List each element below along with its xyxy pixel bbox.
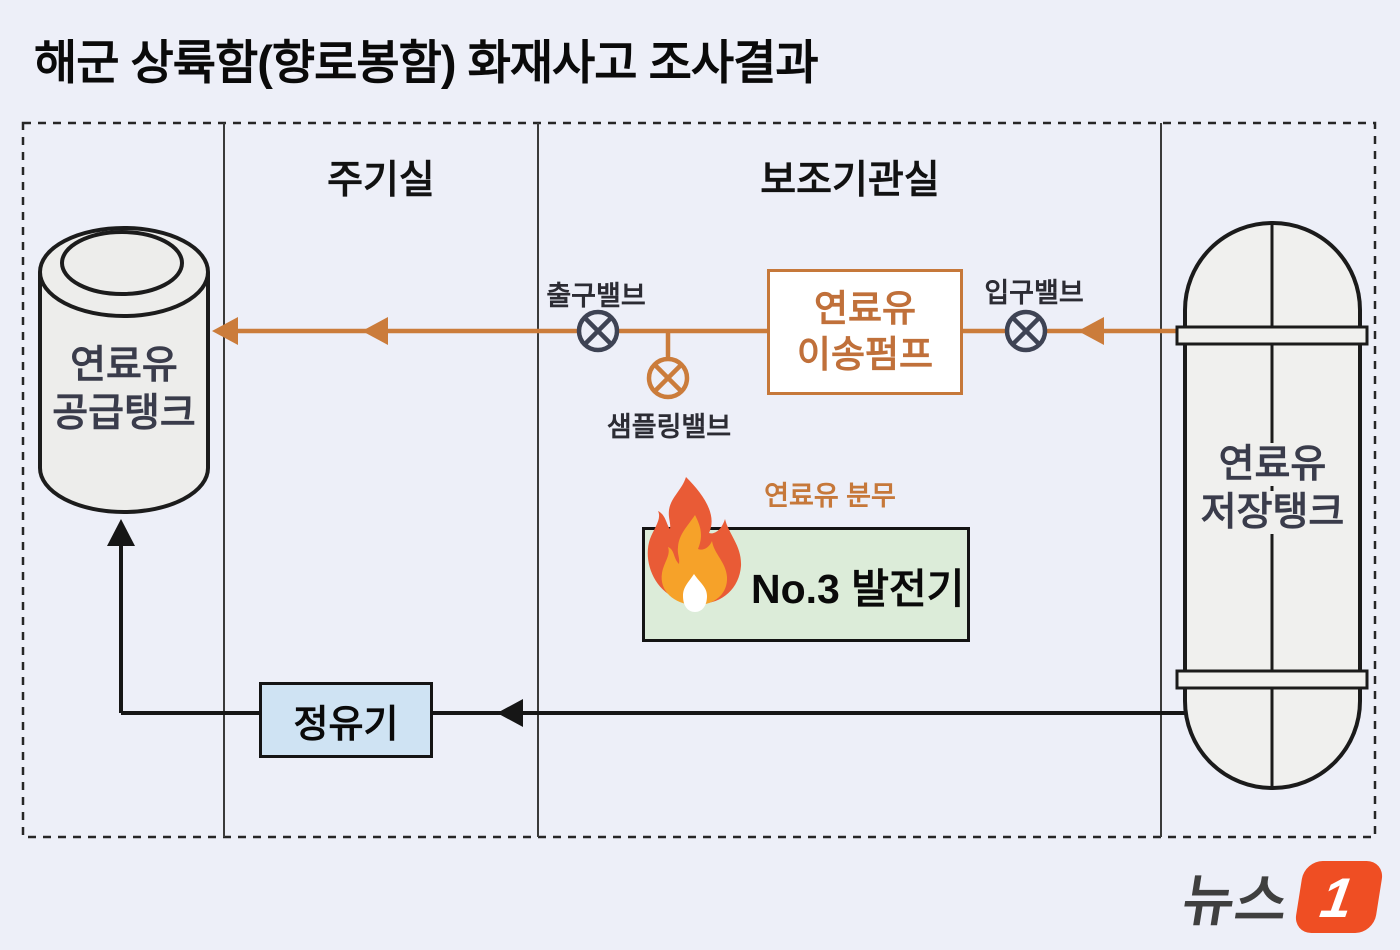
fuel-spray-label: 연료유 분무: [764, 481, 896, 511]
generator-label: No.3 발전기: [751, 565, 965, 612]
supply-tank: [38, 226, 210, 514]
generator-box: No.3 발전기: [642, 527, 970, 642]
arrow-into-supply-tank: [212, 317, 238, 345]
logo-text: 뉴스: [1178, 869, 1294, 932]
outlet-valve-icon: [576, 309, 620, 353]
fire-icon: [647, 477, 742, 612]
storage-tank-label: 연료유 저장탱크: [1180, 441, 1365, 536]
arrow-into-inlet-valve: [1078, 317, 1104, 345]
purifier-box: 정유기: [259, 682, 433, 758]
inlet-valve-icon: [1004, 309, 1048, 353]
arrow-up-into-supply-tank: [107, 519, 135, 546]
logo-badge: 1: [1293, 860, 1385, 933]
arrow-left-into-purifier: [497, 699, 523, 727]
supply-tank-rim: [60, 230, 184, 296]
room-label-aux-engine: 보조기관실: [760, 159, 940, 202]
inlet-valve-label: 입구밸브: [984, 278, 1084, 308]
logo-badge-number: 1: [1316, 865, 1358, 928]
purifier-label: 정유기: [293, 703, 399, 746]
page-title: 해군 상륙함(향로봉함) 화재사고 조사결과: [34, 36, 819, 89]
supply-tank-label: 연료유 공급탱크: [52, 344, 196, 435]
storage-tank-strap-top: [1175, 325, 1369, 346]
dashed-border: [21, 121, 1377, 839]
news1-logo: 뉴스 1: [1178, 856, 1385, 937]
sampling-valve-icon: [646, 356, 690, 400]
room-label-main-engine: 주기실: [327, 159, 435, 202]
sampling-valve-label: 샘플링밸브: [606, 412, 732, 442]
outlet-valve-label: 출구밸브: [546, 281, 646, 311]
fuel-transfer-pump-box: 연료유 이송펌프: [767, 269, 963, 395]
arrow-mid-pipe: [362, 317, 388, 345]
storage-tank-strap-bottom: [1175, 669, 1369, 690]
